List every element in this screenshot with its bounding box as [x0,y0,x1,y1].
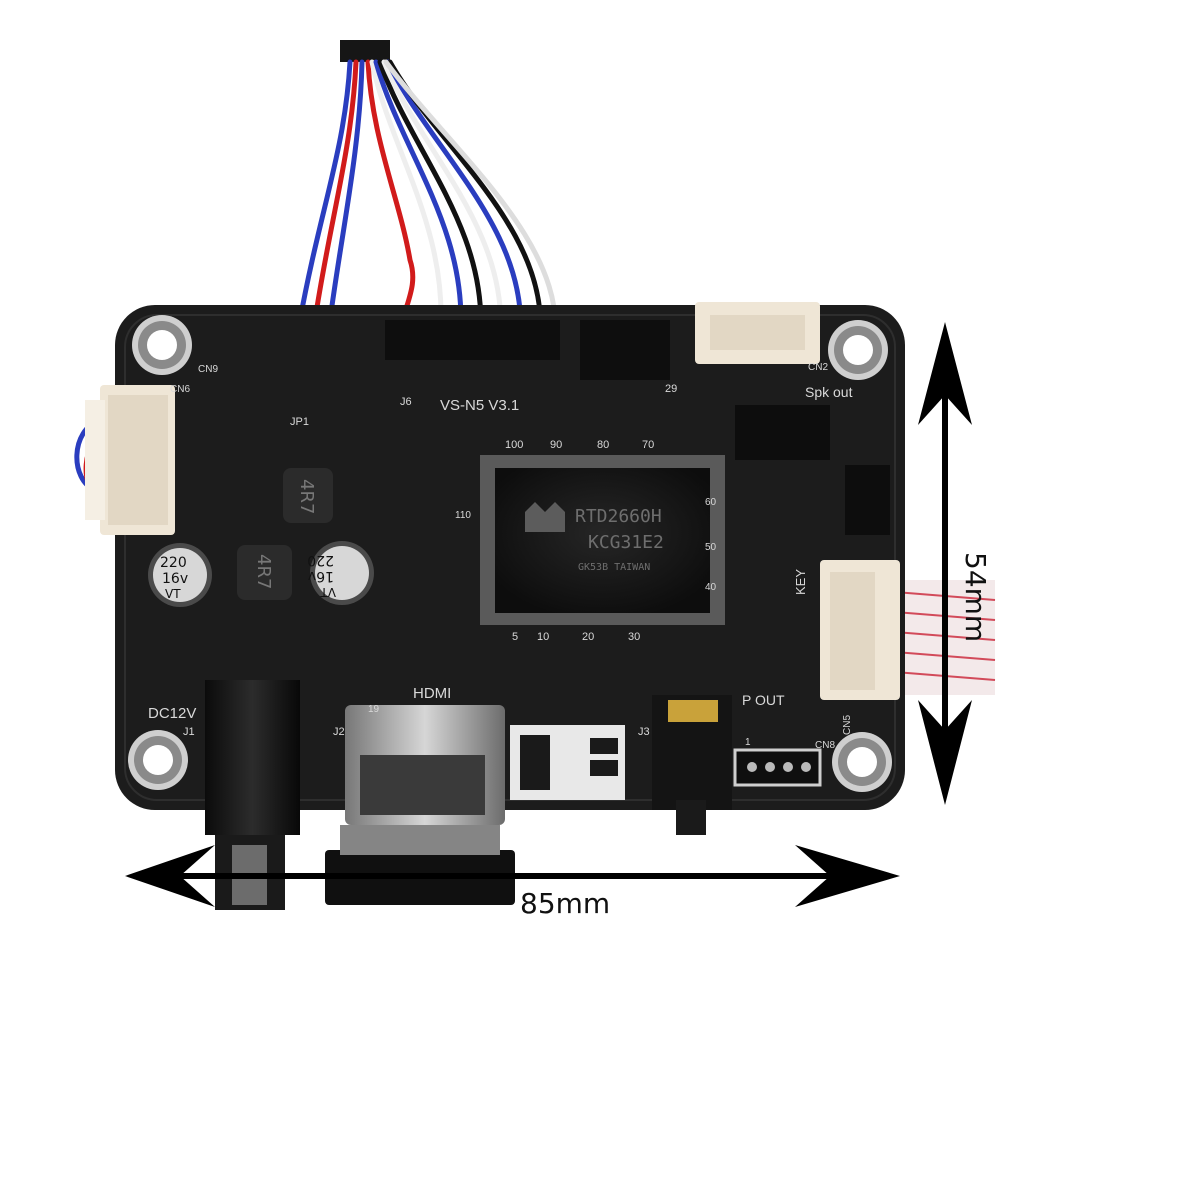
cap2-series: VT [320,585,336,599]
cap2-value: 220 [307,552,334,568]
height-label: 54mm [959,552,992,642]
label-pin29: 29 [665,383,677,395]
audio-ic [735,405,890,535]
chip-line3: GK53B TAIWAN [578,562,650,573]
cap2-voltage: 16v [308,568,334,584]
capacitors: 220 16v VT 220 16v VT [148,541,374,607]
main-ic: RTD2660H KCG31E2 GK53B TAIWAN [480,455,725,625]
label-j6: J6 [400,396,412,408]
voltage-regulator [510,725,625,800]
label-pin40: 40 [705,582,717,593]
label-pin1: 1 [745,737,751,748]
chip-line1: RTD2660H [575,506,662,527]
silkscreen: VS-N5 V3.1 J6 29 100 90 80 70 5 10 20 30… [148,362,853,751]
label-j3: J3 [638,726,650,738]
dc-jack [205,680,300,910]
label-pin80: 80 [597,439,609,451]
pin-header-j6 [385,320,670,380]
label-key: KEY [793,569,808,595]
audio-jack [652,695,732,835]
connector-cn8 [733,748,822,787]
chip-line2: KCG31E2 [588,532,664,553]
label-pin70: 70 [642,439,654,451]
label-pin10: 10 [537,631,549,643]
label-cn8: CN8 [815,740,835,751]
mounting-holes [128,315,892,792]
width-label: 85mm [520,887,610,920]
label-cn2: CN2 [808,362,828,373]
inductor2-label: 4R7 [253,554,274,589]
label-pin90: 90 [550,439,562,451]
label-hdmi-pin: 19 [368,704,380,715]
width-dimension-arrow [125,845,900,907]
cap1-voltage: 16v [162,571,188,587]
label-cn9: CN9 [198,364,218,375]
label-pin50: 50 [705,542,717,553]
label-pin100: 100 [505,439,523,451]
height-dimension-arrow [918,322,972,805]
connector-cn2 [695,302,820,364]
connector-cn6 [85,385,175,535]
label-hdmi: HDMI [413,685,451,702]
label-pin20: 20 [582,631,594,643]
board-model: VS-N5 V3.1 [440,397,519,414]
cap1-series: VT [165,587,181,601]
label-pin110: 110 [455,510,471,521]
label-dc12v: DC12V [148,705,196,722]
connector-cn5 [820,560,900,700]
inductors: 4R7 4R7 [237,468,333,600]
label-cn6: CN6 [170,384,190,395]
label-jp1: JP1 [290,416,309,428]
label-pin30: 30 [628,631,640,643]
label-spk-out: Spk out [805,384,853,400]
label-j2: J2 [333,726,345,738]
label-pin5: 5 [512,631,518,643]
label-p-out: P OUT [742,692,785,708]
label-j1: J1 [183,726,195,738]
label-cn5: CN5 [842,715,853,735]
label-pin60: 60 [705,497,717,508]
inductor1-label: 4R7 [296,479,317,514]
cap1-value: 220 [160,555,187,571]
